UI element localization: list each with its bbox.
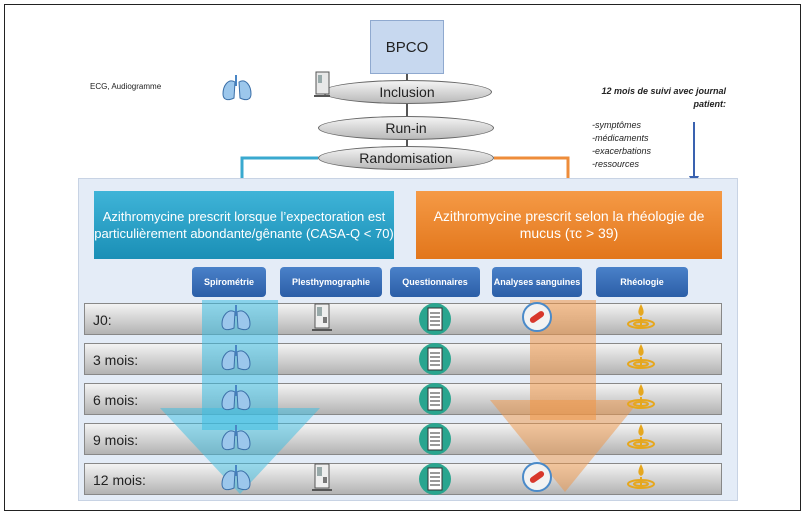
arm-rheology-label: Azithromycine prescrit selon la rhéologi… [433, 208, 705, 241]
test-spirometry-label: Spirométrie [203, 277, 254, 287]
follow-up-title: 12 mois de suivi avec journal patient: [601, 86, 726, 109]
arm-b-down-arrow [490, 400, 640, 492]
questionnaire-icon [418, 382, 452, 421]
blood-tube-icon [522, 302, 552, 337]
lungs-icon [219, 302, 253, 339]
questionnaire-icon [418, 462, 452, 501]
follow-up-item: -symptômes [592, 120, 642, 130]
test-rheology-label: Rhéologie [620, 277, 664, 287]
rheology-drop-icon [626, 342, 656, 379]
timepoint-label: J0: [93, 312, 112, 328]
follow-up-item: -exacerbations [592, 146, 652, 156]
follow-up-item: -médicaments [592, 133, 649, 143]
lungs-icon [219, 342, 253, 379]
follow-up-item: -ressources [592, 159, 640, 169]
lungs-icon [222, 75, 252, 101]
blood-tube-icon [522, 462, 552, 497]
lungs-icon [219, 422, 253, 459]
step-run-in: Run-in [318, 116, 494, 140]
timepoint-row: 3 mois: [84, 343, 722, 375]
timepoint-row: 12 mois: [84, 463, 722, 495]
test-questionnaires: Questionnaires [390, 267, 480, 297]
test-rheology: Rhéologie [596, 267, 688, 297]
bpco-label: BPCO [385, 38, 429, 56]
test-blood-analysis: Analyses sanguines [492, 267, 582, 297]
bpco-box: BPCO [370, 20, 444, 74]
rheology-drop-icon [626, 422, 656, 459]
rheology-drop-icon [626, 302, 656, 339]
timepoint-label: 12 mois: [93, 472, 146, 488]
rheology-drop-icon [626, 462, 656, 499]
arm-a-down-arrow [160, 408, 320, 494]
step-run-in-label: Run-in [385, 120, 427, 136]
timepoint-label: 6 mois: [93, 392, 139, 408]
questionnaire-icon [418, 422, 452, 461]
test-blood-analysis-label: Analyses sanguines [493, 277, 581, 287]
test-plethysmography-label: Plesthymographie [291, 277, 371, 287]
timepoint-label: 9 mois: [93, 432, 139, 448]
step-randomisation-label: Randomisation [359, 150, 453, 166]
flow-connector [406, 74, 408, 152]
plethysmograph-icon [310, 302, 334, 337]
test-questionnaires-label: Questionnaires [402, 277, 468, 287]
questionnaire-icon [418, 342, 452, 381]
lungs-icon [219, 462, 253, 499]
ecg-audiogram-label: ECG, Audiogramme [90, 82, 162, 91]
timepoint-row: J0: [84, 303, 722, 335]
questionnaire-icon [418, 302, 452, 341]
step-inclusion-label: Inclusion [379, 84, 435, 100]
arm-casa-q-label: Azithromycine prescrit lorsque l’expecto… [94, 209, 394, 241]
plethysmograph-icon [314, 71, 330, 97]
follow-up-list: -symptômes -médicaments -exacerbations -… [592, 119, 651, 171]
plethysmograph-icon [310, 462, 334, 497]
lungs-icon [219, 382, 253, 419]
step-randomisation: Randomisation [318, 146, 494, 170]
test-plethysmography: Plesthymographie [280, 267, 382, 297]
test-spirometry: Spirométrie [192, 267, 266, 297]
arm-rheology: Azithromycine prescrit selon la rhéologi… [416, 191, 722, 259]
arm-casa-q: Azithromycine prescrit lorsque l’expecto… [94, 191, 394, 259]
step-inclusion: Inclusion [322, 80, 492, 104]
rheology-drop-icon [626, 382, 656, 419]
timepoint-label: 3 mois: [93, 352, 139, 368]
